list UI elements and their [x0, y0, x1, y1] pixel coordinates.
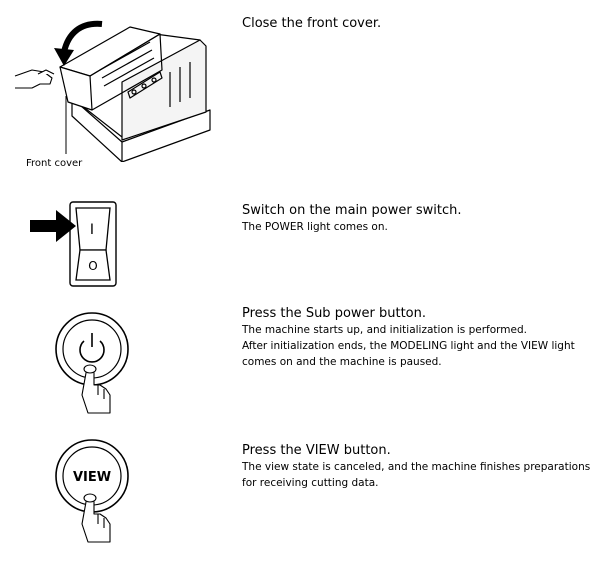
- step3-line1: The machine starts up, and initializatio…: [242, 324, 527, 336]
- step4-line2: for receiving cutting data.: [242, 477, 379, 489]
- step3-line2: After initialization ends, the MODELING …: [242, 340, 575, 352]
- switch-off-symbol: O: [88, 259, 97, 273]
- power-switch-icon: I O: [30, 201, 117, 287]
- arrow-icon: [30, 210, 76, 242]
- front-cover-caption: Front cover: [26, 158, 83, 169]
- power-button-icon: [55, 312, 129, 414]
- step4-heading: Press the VIEW button.: [242, 443, 391, 458]
- switch-on-symbol: I: [90, 222, 94, 238]
- step4-line1: The view state is canceled, and the mach…: [242, 461, 591, 473]
- step3-heading: Press the Sub power button.: [242, 306, 427, 321]
- hand-icon: [81, 364, 111, 414]
- step1-heading: Close the front cover.: [242, 16, 382, 31]
- machine-illustration: [14, 20, 211, 162]
- view-button-icon: VIEW: [55, 439, 129, 543]
- step2-line: The POWER light comes on.: [242, 221, 388, 233]
- view-button-label: VIEW: [73, 470, 111, 485]
- step2-heading: Switch on the main power switch.: [242, 203, 462, 218]
- hand-icon: [81, 493, 111, 543]
- step3-line3: comes on and the machine is paused.: [242, 356, 442, 368]
